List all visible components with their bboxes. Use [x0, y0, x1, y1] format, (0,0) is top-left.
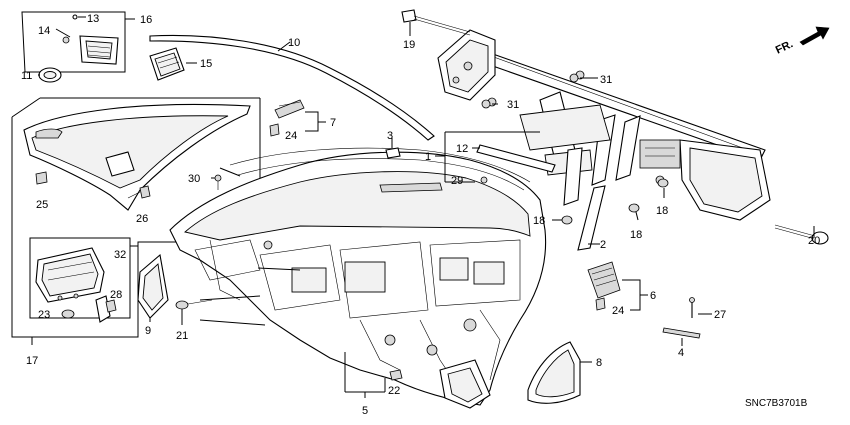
callout-16: 16: [140, 14, 152, 26]
callout-2: 2: [600, 239, 606, 251]
callout-31a: 31: [600, 74, 612, 86]
bracket-7: [274, 99, 305, 119]
bracket-2: [577, 185, 606, 251]
bolt-31-a: [569, 73, 579, 83]
airbag-module: [35, 247, 105, 303]
bolt-20: [774, 224, 829, 245]
nut-23: [61, 309, 75, 319]
callout-9: 9: [145, 325, 151, 337]
lid-8: [527, 341, 581, 404]
dashboard-body: [169, 147, 547, 409]
callout-7: 7: [330, 117, 336, 129]
bolt-21: [175, 299, 213, 310]
callout-8: 8: [596, 357, 602, 369]
callout-1: 1: [425, 151, 431, 163]
side-panel-9: [137, 253, 169, 319]
callout-3: 3: [387, 130, 393, 142]
callout-11: 11: [21, 70, 32, 82]
callout-23: 23: [38, 309, 50, 321]
clip-25: [35, 171, 48, 185]
side-vent-part: [62, 35, 119, 65]
group-16-box: [21, 11, 126, 73]
callout-18b: 18: [630, 229, 642, 241]
callout-5: 5: [362, 405, 368, 417]
callout-18c: 18: [656, 205, 668, 217]
callout-13: 13: [87, 13, 99, 25]
diagram-code: SNC7B3701B: [745, 398, 808, 409]
clip-27: [689, 297, 695, 318]
callout-27: 27: [714, 309, 726, 321]
callout-32: 32: [114, 249, 126, 261]
steering-crossmember: [437, 29, 771, 221]
callout-20: 20: [808, 235, 820, 247]
callout-19: 19: [403, 39, 415, 51]
callout-17: 17: [26, 355, 38, 367]
bolt-31-b: [481, 99, 491, 109]
callout-12: 12: [456, 143, 468, 155]
upper-panel-cover: [23, 103, 251, 211]
callout-15: 15: [200, 58, 212, 70]
callout-28: 28: [110, 289, 122, 301]
pad-6: [587, 261, 621, 299]
group-32-box: [29, 237, 131, 319]
front-direction-label: FR.: [774, 38, 795, 56]
bolt-18-c: [657, 178, 669, 188]
bolt-19: [401, 9, 471, 36]
callout-24b: 24: [612, 305, 624, 317]
part-15-vent: [149, 47, 185, 81]
callout-25: 25: [36, 199, 48, 211]
part-11-ring: [38, 67, 62, 83]
strip-4: [662, 327, 701, 339]
callout-18a: 18: [533, 215, 545, 227]
bracket-28: [95, 295, 117, 323]
brace-12: [476, 144, 556, 173]
front-direction-arrow: [799, 26, 830, 46]
screw-29: [480, 176, 488, 184]
callout-31b: 31: [507, 99, 519, 111]
callout-22: 22: [388, 385, 400, 397]
callout-30: 30: [188, 173, 200, 185]
clip-22: [389, 369, 403, 381]
callout-6: 6: [650, 290, 656, 302]
part-10-strip: [149, 34, 435, 141]
callout-21: 21: [176, 330, 188, 342]
callout-10: 10: [288, 37, 300, 49]
plug-3: [385, 147, 401, 159]
callout-4: 4: [678, 347, 684, 359]
screw-30: [214, 174, 222, 190]
bolt-18-a: [561, 215, 573, 225]
callout-14: 14: [38, 25, 50, 37]
clip-26: [127, 185, 151, 199]
callout-29: 29: [451, 175, 463, 187]
callout-26: 26: [136, 213, 148, 225]
callout-24a: 24: [285, 130, 297, 142]
bolt-18-b: [628, 203, 640, 213]
